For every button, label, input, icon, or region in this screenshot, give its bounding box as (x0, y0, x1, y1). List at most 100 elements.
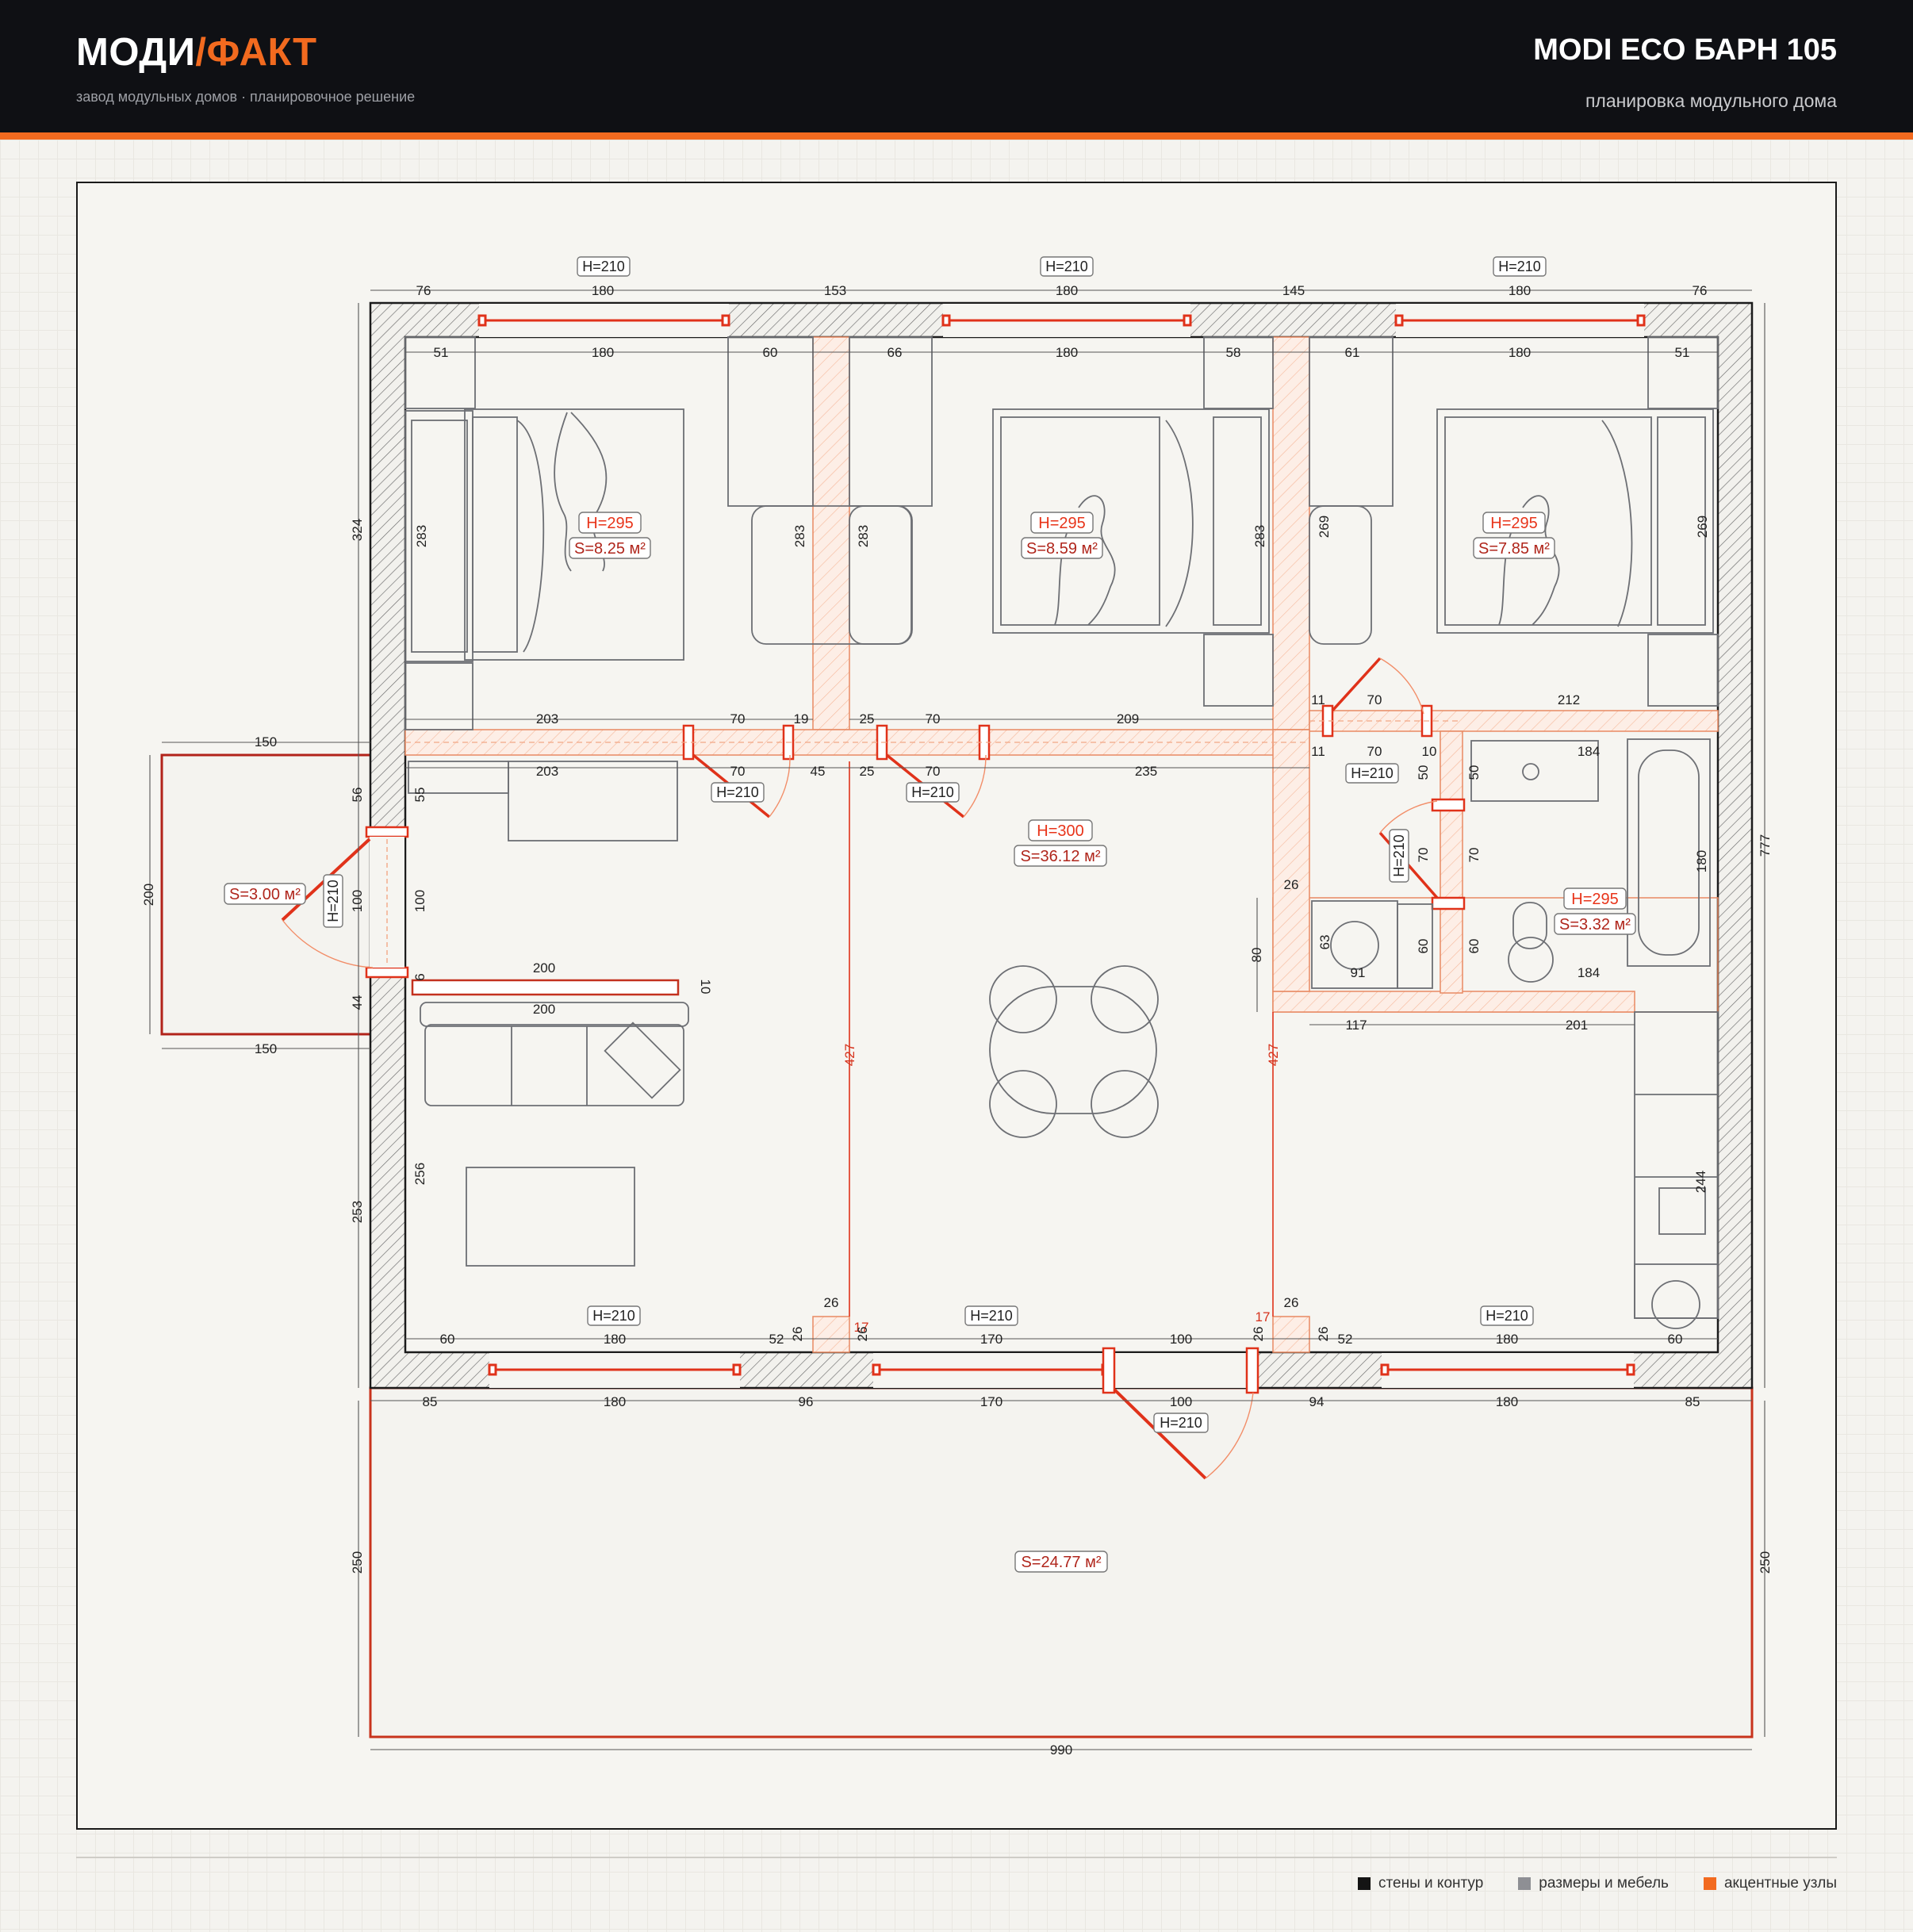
dim-label: 76 (1693, 283, 1708, 298)
dim-label: 145 (1282, 283, 1305, 298)
dim-label: 184 (1578, 965, 1600, 980)
legend-label: акцентные узлы (1723, 1875, 1837, 1892)
dim-label: 76 (416, 283, 431, 298)
dim-label: 70 (1466, 848, 1482, 863)
dim-label: 170 (980, 1332, 1003, 1347)
dim-label: 777 (1758, 834, 1773, 857)
dim-label: 60 (1416, 939, 1431, 954)
dim-label: 80 (1249, 948, 1264, 963)
room-main-terrace: S=24.77 м² (1014, 1551, 1108, 1573)
dim-label: 180 (1496, 1332, 1518, 1347)
tag-h210: H=210 (716, 784, 759, 800)
dim-label: 26 (1284, 1295, 1299, 1310)
dim-label: 50 (1466, 765, 1482, 780)
dim-label: 153 (824, 283, 846, 298)
dim-label: 200 (533, 960, 555, 976)
dim-label: 200 (141, 884, 156, 906)
dim-label: 70 (730, 764, 746, 779)
entrance-door[interactable] (1102, 1347, 1259, 1480)
dim-label: 209 (1117, 711, 1139, 726)
tag-h210: H=210 (1160, 1415, 1202, 1431)
dim-label: 70 (926, 764, 941, 779)
dim-label: 180 (604, 1332, 626, 1347)
dim-label: 61 (1345, 345, 1360, 360)
dim-label: 19 (794, 711, 809, 726)
room-area: S=36.12 м² (1020, 848, 1100, 865)
logo-slash: / (195, 31, 207, 74)
dim-label: 11 (1311, 744, 1325, 759)
dim-label: 70 (1367, 744, 1382, 759)
room-height: H=295 (1490, 515, 1538, 532)
dim-label: 17 (854, 1320, 869, 1335)
dim-label: 256 (412, 1163, 427, 1185)
dim-label: 94 (1309, 1394, 1325, 1409)
dim-label: 100 (1170, 1332, 1192, 1347)
dim-label: 17 (1256, 1309, 1271, 1324)
room-height: H=300 (1037, 822, 1084, 840)
windows-bottom (488, 1353, 1635, 1388)
dim-label: 235 (1135, 764, 1157, 779)
tag-h210: H=210 (1045, 259, 1088, 274)
room-labels: H=295 S=8.25 м² H=295 S=8.59 м² H=295 S=… (224, 512, 1636, 1573)
legend-label: размеры и мебель (1539, 1875, 1669, 1892)
tagline: завод модульных домов · планировочное ре… (76, 89, 416, 105)
dim-label: 170 (980, 1394, 1003, 1409)
dim-label: 250 (350, 1551, 365, 1574)
room-bedroom-3: H=295 S=7.85 м² (1473, 512, 1555, 559)
room-bathroom: H=295 S=3.32 м² (1554, 887, 1636, 935)
tag-h210: H=210 (1498, 259, 1541, 274)
dim-label: 283 (856, 525, 871, 547)
dim-label: 26 (855, 1327, 870, 1342)
dim-label: 180 (1496, 1394, 1518, 1409)
dim-label: 70 (1367, 692, 1382, 707)
tag-h210: H=210 (1351, 765, 1394, 781)
dim-label: 100 (412, 890, 427, 912)
legend-item-accents: акцентные узлы (1703, 1875, 1837, 1892)
legend-swatch-icon (1358, 1877, 1371, 1890)
dim-label: 117 (1345, 1018, 1367, 1033)
dim-label: 427 (842, 1044, 857, 1066)
room-small-terrace: S=3.00 м² (224, 883, 306, 905)
dim-label: 51 (434, 345, 449, 360)
dim-label: 58 (1226, 345, 1241, 360)
tag-h210: H=210 (592, 1308, 635, 1324)
tag-h210: H=210 (582, 259, 625, 274)
dim-label: 180 (592, 283, 614, 298)
room-living: H=300 S=36.12 м² (1014, 819, 1107, 867)
dim-label: 55 (412, 788, 427, 803)
dim-label: 427 (1266, 1044, 1281, 1066)
dim-label: 269 (1317, 516, 1332, 538)
dim-label: 200 (533, 1002, 555, 1017)
legend-label: стены и контур (1378, 1875, 1484, 1892)
tag-h210: H=210 (911, 784, 954, 800)
logo[interactable]: МОДИ/ФАКТ (76, 30, 317, 75)
dim-label: 52 (1338, 1332, 1353, 1347)
dim-label: 56 (350, 788, 365, 803)
bedroom-doors[interactable] (682, 657, 1466, 910)
room-area: S=8.25 м² (574, 540, 646, 558)
dim-label: 180 (592, 345, 614, 360)
dim-label: 180 (1509, 345, 1531, 360)
room-bedroom-2: H=295 S=8.59 м² (1021, 512, 1103, 559)
header-bar: МОДИ/ФАКТ завод модульных домов · планир… (0, 0, 1913, 132)
dim-label: 250 (1758, 1551, 1773, 1574)
legend: стены и контур размеры и мебель акцентны… (1358, 1875, 1837, 1892)
dim-label: 96 (799, 1394, 814, 1409)
dim-label: 26 (790, 1327, 805, 1342)
hall-dim-lines (849, 761, 1274, 1317)
dimension-lines (149, 289, 1765, 1750)
dim-label: 70 (926, 711, 941, 726)
dim-label: 60 (1466, 939, 1482, 954)
interior-walls (404, 336, 1719, 1353)
room-area: S=7.85 м² (1478, 540, 1550, 558)
dim-label: 180 (1694, 850, 1709, 872)
room-height: H=295 (1571, 891, 1619, 908)
dim-label: 180 (1056, 345, 1078, 360)
dim-label: 203 (536, 764, 558, 779)
dim-label: 180 (604, 1394, 626, 1409)
dim-label: 150 (255, 1041, 277, 1056)
dim-label: 244 (1693, 1171, 1708, 1193)
dimension-labels: 76 180 153 180 145 180 76 51 180 60 66 1… (141, 283, 1773, 1758)
dim-label: 52 (769, 1332, 784, 1347)
